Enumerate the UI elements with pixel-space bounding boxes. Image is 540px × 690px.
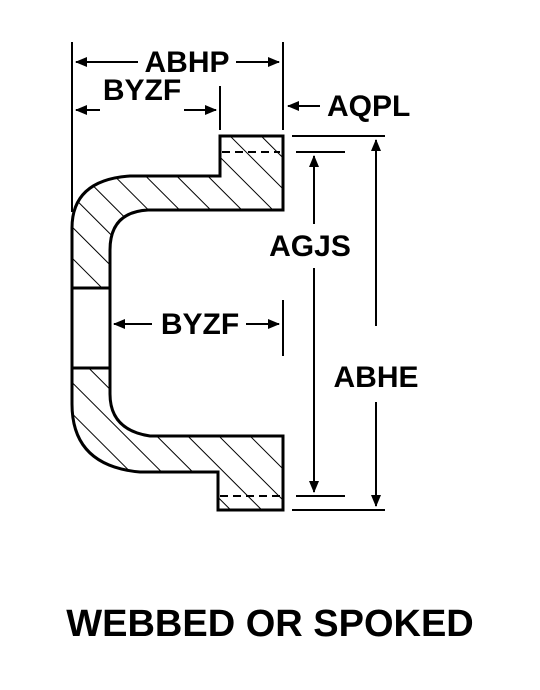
diagram-caption: WEBBED OR SPOKED: [66, 603, 473, 645]
dim-label-byzf-top: BYZF: [103, 74, 181, 107]
web-opening: [70, 286, 112, 370]
dim-label-aqpl: AQPL: [327, 90, 410, 123]
upper-web-section: [70, 134, 285, 290]
dim-label-abhp: ABHP: [144, 46, 229, 79]
lower-web-section: [70, 366, 285, 512]
dim-label-byzf-inner: BYZF: [161, 308, 239, 341]
extension-lines: [71, 42, 385, 511]
dimension-lines: [75, 57, 381, 507]
dim-label-abhe: ABHE: [333, 361, 418, 394]
part-cross-section: [70, 134, 285, 512]
dim-label-agjs: AGJS: [269, 230, 351, 263]
